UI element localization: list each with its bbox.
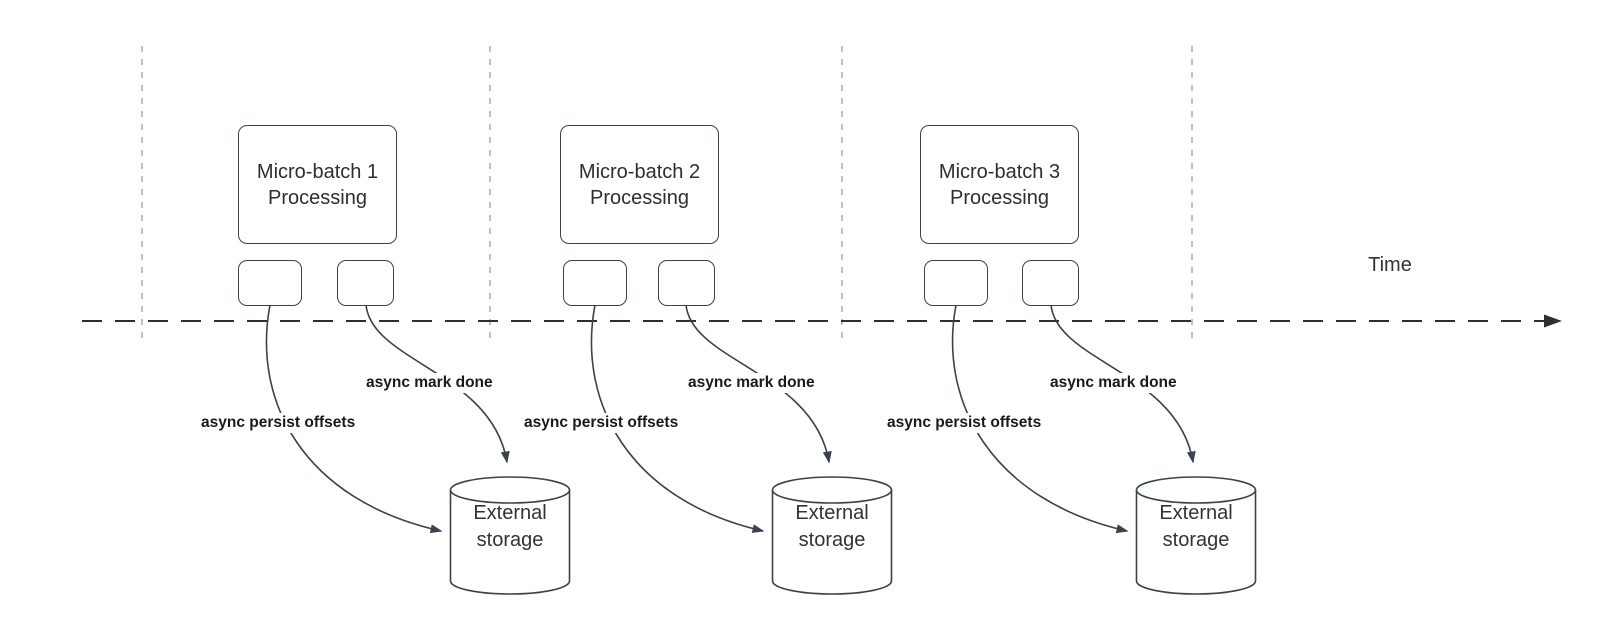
persist-offsets-arrow-2 [590, 304, 765, 534]
external-storage-text-3-line1: External [1159, 502, 1233, 524]
mark-done-label-3: async mark done [1048, 373, 1179, 393]
external-storage-text-3-line2: storage [1162, 529, 1230, 551]
persist-offsets-label-3: async persist offsets [885, 413, 1044, 433]
mark-done-task-box-3 [1022, 260, 1079, 306]
micro-batch-1-title-line2: Processing [268, 186, 367, 209]
mark-done-task-box-2 [658, 260, 715, 306]
external-storage-text-1-line2: storage [476, 529, 544, 551]
external-storage-text-1: External storage [450, 500, 570, 554]
mark-done-arrow-3 [1050, 304, 1196, 464]
external-storage-text-2-line1: External [795, 502, 869, 524]
persist-offsets-task-box-1 [238, 260, 302, 306]
persist-offsets-arrow-3 [951, 304, 1129, 534]
external-storage-cylinder-2 [771, 476, 893, 595]
micro-batch-1-processing-box: Micro-batch 1 Processing [238, 125, 397, 244]
micro-batch-2-title-line2: Processing [590, 186, 689, 209]
mark-done-arrow-2 [685, 304, 832, 464]
persist-offsets-task-box-3 [924, 260, 988, 306]
persist-offsets-label-1: async persist offsets [199, 413, 358, 433]
external-storage-text-2-line2: storage [798, 529, 866, 551]
micro-batch-1-title-line1: Micro-batch 1 [256, 160, 379, 183]
persist-offsets-task-box-2 [563, 260, 627, 306]
micro-batch-3-title-line2: Processing [950, 186, 1049, 209]
external-storage-cylinder-1 [449, 476, 571, 595]
mark-done-label-1: async mark done [364, 373, 495, 393]
micro-batch-2-processing-box: Micro-batch 2 Processing [560, 125, 719, 244]
persist-offsets-arrow-1 [265, 304, 443, 534]
micro-batch-2-title-line1: Micro-batch 2 [578, 160, 701, 183]
external-storage-text-1-line1: External [473, 502, 547, 524]
external-storage-text-2: External storage [772, 500, 892, 554]
time-axis-label: Time [1368, 254, 1412, 276]
micro-batch-3-processing-box: Micro-batch 3 Processing [920, 125, 1079, 244]
mark-done-task-box-1 [337, 260, 394, 306]
micro-batch-3-title-line1: Micro-batch 3 [938, 160, 1061, 183]
external-storage-text-3: External storage [1136, 500, 1256, 554]
persist-offsets-label-2: async persist offsets [522, 413, 681, 433]
mark-done-label-2: async mark done [686, 373, 817, 393]
mark-done-arrow-1 [365, 304, 510, 464]
external-storage-cylinder-3 [1135, 476, 1257, 595]
